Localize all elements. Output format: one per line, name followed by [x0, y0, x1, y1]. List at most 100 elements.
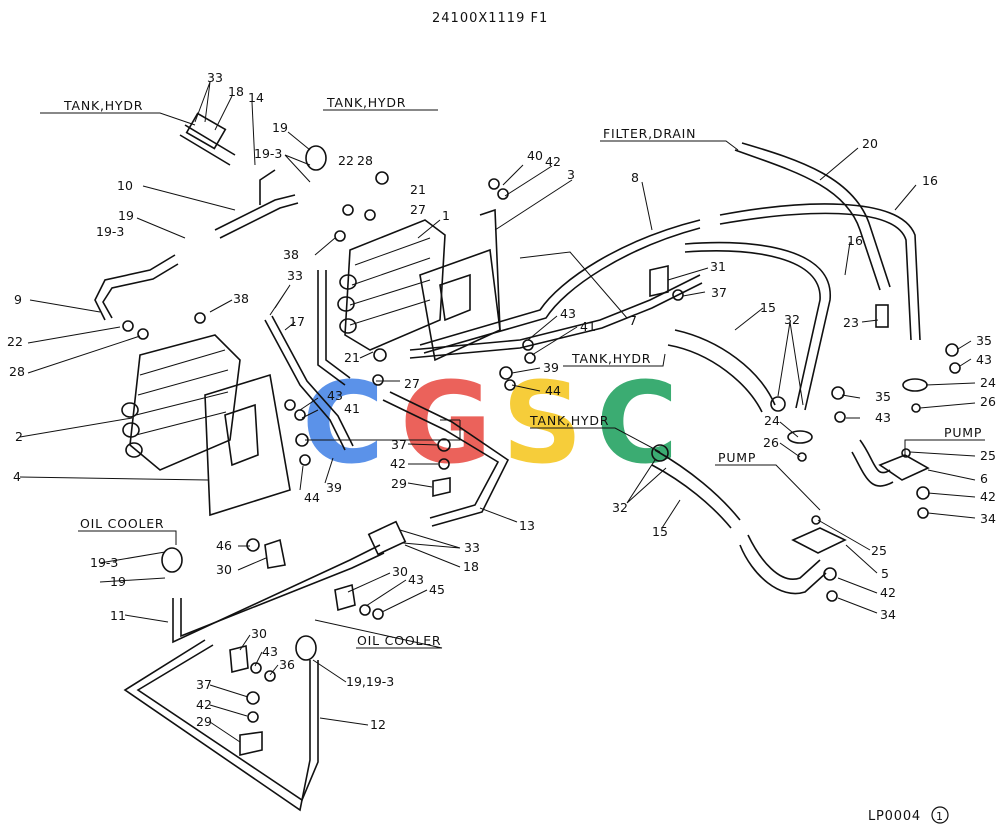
callout-32: 32 — [612, 500, 628, 515]
label-pump-b: PUMP — [718, 450, 756, 465]
callout-39: 39 — [326, 480, 342, 495]
label-filter-drain: FILTER,DRAIN — [603, 126, 696, 141]
callout-22: 22 — [7, 334, 23, 349]
callout-44: 44 — [545, 383, 561, 398]
drawing-title: 24100X1119 F1 — [432, 11, 548, 26]
callout-43: 43 — [408, 572, 424, 587]
callout-32: 32 — [784, 312, 800, 327]
callout-34: 34 — [980, 511, 996, 526]
callout-21: 21 — [344, 350, 360, 365]
callout-42: 42 — [980, 489, 996, 504]
callout-19-3: 19-3 — [254, 146, 282, 161]
leader-lines — [19, 81, 985, 743]
label-tank-hydr-c: TANK,HYDR — [571, 351, 651, 366]
callout-29: 29 — [391, 476, 407, 491]
callout-10: 10 — [117, 178, 133, 193]
callout-27: 27 — [404, 376, 420, 391]
callout-28: 28 — [9, 364, 25, 379]
callout-19-19-3: 19,19-3 — [346, 674, 394, 689]
callout-11: 11 — [110, 608, 126, 623]
callout-44: 44 — [304, 490, 320, 505]
callout-19-3: 19-3 — [90, 555, 118, 570]
callout-41: 41 — [580, 319, 596, 334]
callout-33: 33 — [207, 70, 223, 85]
callout-1: 1 — [442, 208, 450, 223]
callout-13: 13 — [519, 518, 535, 533]
callout-8: 8 — [631, 170, 639, 185]
callout-26: 26 — [980, 394, 996, 409]
watermark: C G S C — [302, 359, 678, 489]
callout-17: 17 — [289, 314, 305, 329]
callout-30: 30 — [251, 626, 267, 641]
callout-30: 30 — [392, 564, 408, 579]
label-tank-hydr-d: TANK,HYDR — [529, 413, 609, 428]
callout-37: 37 — [391, 437, 407, 452]
label-oil-cooler-a: OIL COOLER — [80, 516, 164, 531]
callout-43: 43 — [262, 644, 278, 659]
callout-15: 15 — [652, 524, 668, 539]
callout-34: 34 — [880, 607, 896, 622]
label-tank-hydr-b: TANK,HYDR — [326, 95, 406, 110]
revision-number: 1 — [936, 810, 943, 823]
callout-30: 30 — [216, 562, 232, 577]
callout-7: 7 — [629, 313, 637, 328]
callout-18: 18 — [463, 559, 479, 574]
label-oil-cooler-b: OIL COOLER — [357, 633, 441, 648]
callout-20: 20 — [862, 136, 878, 151]
callout-18: 18 — [228, 84, 244, 99]
callout-46: 46 — [216, 538, 232, 553]
callout-42: 42 — [880, 585, 896, 600]
callout-12: 12 — [370, 717, 386, 732]
callout-39: 39 — [543, 360, 559, 375]
callout-35: 35 — [976, 333, 992, 348]
callout-23: 23 — [843, 315, 859, 330]
label-pump-a: PUMP — [944, 425, 982, 440]
callout-29: 29 — [196, 714, 212, 729]
callout-42: 42 — [196, 697, 212, 712]
callout-25: 25 — [871, 543, 887, 558]
callout-21: 21 — [410, 182, 426, 197]
revision-circle — [931, 806, 949, 824]
label-tank-hydr-a: TANK,HYDR — [63, 98, 143, 113]
callout-24: 24 — [764, 413, 780, 428]
callout-43: 43 — [327, 388, 343, 403]
section-labels: TANK,HYDR TANK,HYDR FILTER,DRAIN TANK,HY… — [63, 95, 982, 648]
watermark-letter-c1: C — [302, 359, 384, 489]
callout-16: 16 — [847, 233, 863, 248]
callout-35: 35 — [875, 389, 891, 404]
callout-45: 45 — [429, 582, 445, 597]
control-valves — [121, 112, 930, 757]
callout-19-3: 19-3 — [96, 224, 124, 239]
callout-31: 31 — [710, 259, 726, 274]
callout-33: 33 — [464, 540, 480, 555]
callout-43: 43 — [976, 352, 992, 367]
callout-27: 27 — [410, 202, 426, 217]
callout-38: 38 — [233, 291, 249, 306]
callout-14: 14 — [248, 90, 264, 105]
callout-33: 33 — [287, 268, 303, 283]
callout-38: 38 — [283, 247, 299, 262]
callout-22: 22 — [338, 153, 354, 168]
callout-28: 28 — [357, 153, 373, 168]
callout-4: 4 — [13, 469, 21, 484]
callout-36: 36 — [279, 657, 295, 672]
callout-37: 37 — [711, 285, 727, 300]
callout-42: 42 — [545, 154, 561, 169]
callout-25: 25 — [980, 448, 996, 463]
callout-19: 19 — [118, 208, 134, 223]
callout-37: 37 — [196, 677, 212, 692]
hoses — [94, 124, 921, 812]
callout-26: 26 — [763, 435, 779, 450]
fasteners — [122, 171, 961, 723]
callout-15: 15 — [760, 300, 776, 315]
callout-43: 43 — [875, 410, 891, 425]
watermark-letter-g: G — [400, 359, 492, 489]
callout-5: 5 — [881, 566, 889, 581]
callout-41: 41 — [344, 401, 360, 416]
callout-9: 9 — [14, 292, 22, 307]
callout-2: 2 — [15, 429, 23, 444]
callout-3: 3 — [567, 167, 575, 182]
